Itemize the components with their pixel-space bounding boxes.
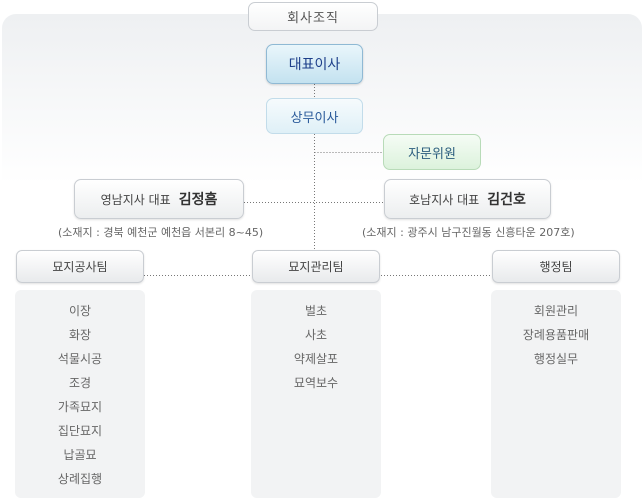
branch-honam-address: (소재지 : 광주시 남구진월동 신흥타운 207호) — [362, 226, 575, 239]
task-item: 가족묘지 — [57, 400, 103, 414]
task-item: 이장 — [68, 304, 92, 318]
task-item: 화장 — [68, 328, 92, 342]
task-item: 조경 — [68, 376, 92, 390]
advisory-box: 자문위원 — [383, 134, 481, 170]
task-item: 납골묘 — [63, 448, 97, 462]
managing-director-box: 상무이사 — [266, 98, 363, 134]
task-item: 묘역보수 — [293, 376, 339, 390]
task-item: 석물시공 — [57, 352, 103, 366]
branch-honam-box: 호남지사 대표 김건호 — [384, 179, 551, 219]
chart-title: 회사조직 — [248, 2, 378, 31]
team-admin-box: 행정팀 — [492, 250, 620, 283]
task-item: 사초 — [304, 328, 328, 342]
branch-yeongnam-label: 영남지사 대표 — [100, 192, 171, 207]
branch-honam-label: 호남지사 대표 — [409, 192, 480, 207]
team-management-tasks: 벌초 사초 약제살포 묘역보수 — [251, 290, 381, 498]
task-item: 상례집행 — [57, 472, 103, 486]
task-item: 회원관리 — [533, 304, 579, 318]
branch-honam-rep: 김건호 — [487, 192, 526, 208]
branch-yeongnam-box: 영남지사 대표 김정흠 — [74, 179, 244, 219]
team-construction-tasks: 이장 화장 석물시공 조경 가족묘지 집단묘지 납골묘 상례집행 — [15, 290, 145, 498]
team-construction-box: 묘지공사팀 — [16, 250, 144, 283]
team-admin-tasks: 회원관리 장례용품판매 행정실무 — [491, 290, 621, 498]
team-management-box: 묘지관리팀 — [252, 250, 380, 283]
branch-yeongnam-rep: 김정흠 — [178, 192, 218, 208]
task-item: 벌초 — [304, 304, 328, 318]
branch-yeongnam-address: (소재지 : 경북 예천군 예천읍 서본리 8~45) — [58, 226, 264, 239]
task-item: 장례용품판매 — [522, 328, 590, 342]
task-item: 약제살포 — [293, 352, 339, 366]
task-item: 행정실무 — [533, 352, 579, 366]
ceo-box: 대표이사 — [266, 44, 363, 84]
task-item: 집단묘지 — [57, 424, 103, 438]
